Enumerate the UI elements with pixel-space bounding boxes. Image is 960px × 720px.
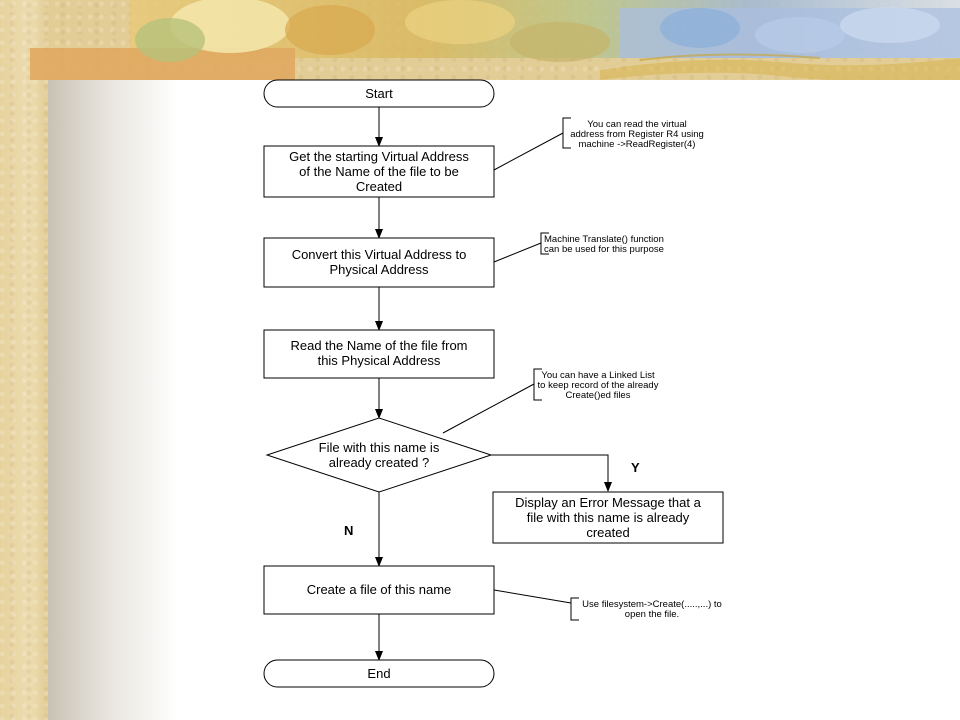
note-register-line-3: machine ->ReadRegister(4) (579, 139, 696, 150)
arrow-decision-yes-to-error (491, 454, 612, 492)
note-filesystem-line-1: Use filesystem->Create(.....,...) to (582, 599, 722, 610)
leaf-banner (30, 0, 960, 82)
end-terminator (263, 659, 495, 688)
get-address-line-1: Get the starting Virtual Address (289, 149, 469, 164)
note-filesystem-line-2: open the file. (625, 609, 679, 620)
node-error: Display an Error Message that a file wit… (492, 491, 724, 544)
convert-line-2: Physical Address (330, 262, 429, 277)
note-register-line-2: address from Register R4 using (570, 129, 704, 140)
read-name-line-1: Read the Name of the file from (290, 338, 467, 353)
get-address-box (263, 145, 495, 198)
note-register: You can read the virtual address from Re… (562, 117, 704, 150)
note-linked-list-bracket (533, 368, 542, 401)
error-line-1: Display an Error Message that a (515, 495, 701, 510)
leader-note-linked-list (442, 383, 535, 434)
leader-note-register (493, 132, 564, 171)
decision-line-2: already created ? (329, 455, 429, 470)
node-convert: Convert this Virtual Address to Physical… (263, 237, 495, 288)
node-read-name: Read the Name of the file from this Phys… (263, 329, 495, 379)
note-leaders (442, 132, 572, 604)
leader-note-translate (493, 242, 542, 263)
decision-line-1: File with this name is (319, 440, 440, 455)
create-label: Create a file of this name (307, 582, 452, 597)
note-register-bracket (562, 117, 571, 149)
end-label: End (367, 666, 390, 681)
note-translate: Machine Translate() function can be used… (540, 232, 664, 255)
note-translate-bracket (540, 232, 549, 255)
note-linked-list: You can have a Linked List to keep recor… (533, 368, 659, 401)
note-translate-line-2: can be used for this purpose (544, 244, 664, 255)
note-translate-line-1: Machine Translate() function (544, 234, 664, 245)
note-linked-list-line-2: to keep record of the already (538, 380, 659, 391)
get-address-line-3: Created (356, 179, 402, 194)
leader-note-filesystem (493, 589, 572, 604)
convert-line-1: Convert this Virtual Address to (292, 247, 467, 262)
get-address-line-2: of the Name of the file to be (299, 164, 459, 179)
start-label: Start (365, 86, 393, 101)
connectors (375, 107, 612, 661)
node-get-address: Get the starting Virtual Address of the … (263, 145, 495, 198)
note-filesystem: Use filesystem->Create(.....,...) to ope… (570, 597, 722, 621)
error-box (492, 491, 724, 544)
node-create: Create a file of this name (263, 565, 495, 615)
start-terminator (263, 79, 495, 108)
error-line-3: created (586, 525, 629, 540)
read-name-line-2: this Physical Address (318, 353, 441, 368)
decision-diamond (265, 417, 493, 493)
note-linked-list-line-1: You can have a Linked List (541, 370, 655, 381)
edge-label-no: N (344, 523, 353, 538)
convert-box (263, 237, 495, 288)
node-decision: File with this name is already created ? (265, 417, 493, 493)
note-register-line-1: You can read the virtual (587, 119, 686, 130)
edge-label-yes: Y (631, 460, 640, 475)
read-name-box (263, 329, 495, 379)
node-end: End (263, 659, 495, 688)
create-box (263, 565, 495, 615)
node-start: Start (263, 79, 495, 108)
note-filesystem-bracket (570, 597, 579, 621)
note-linked-list-line-3: Create()ed files (566, 390, 631, 401)
error-line-2: file with this name is already (527, 510, 690, 525)
